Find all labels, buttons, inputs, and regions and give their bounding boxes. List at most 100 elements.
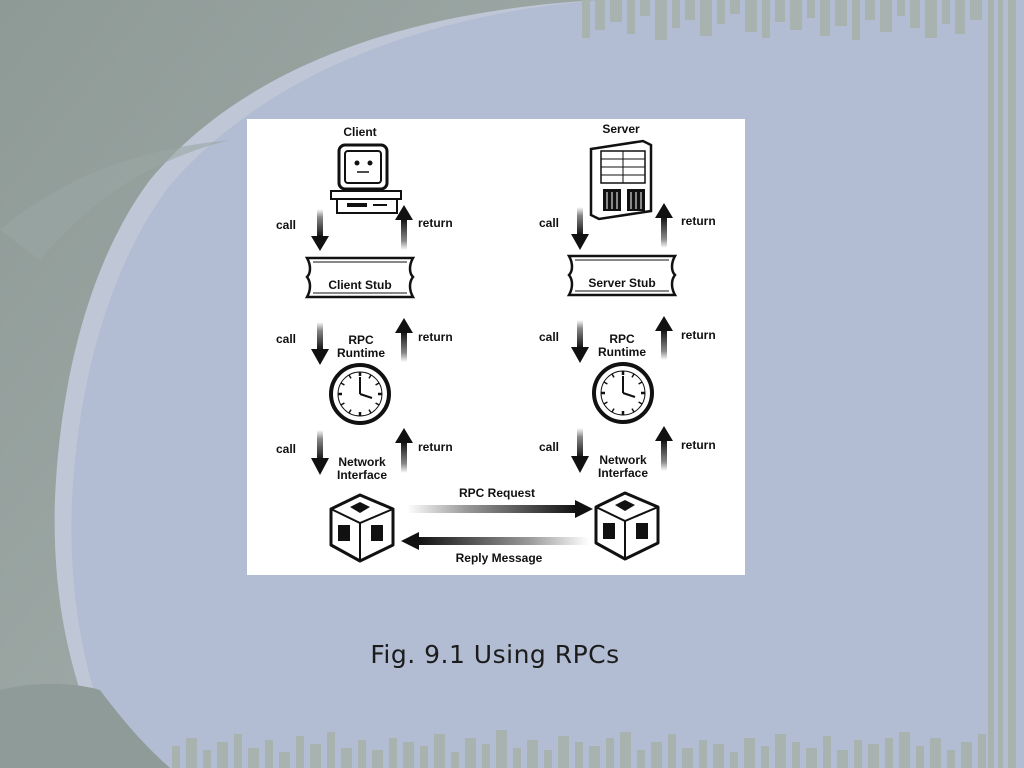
decor-bar (790, 0, 802, 30)
decor-bar (713, 744, 724, 768)
rpc-request-arrow (407, 500, 593, 518)
decor-bar (203, 750, 211, 768)
server-up-arrow-3 (655, 426, 673, 471)
decor-bar (575, 742, 583, 768)
decor-bar (868, 744, 879, 768)
decor-bar (372, 750, 383, 768)
clock-tick (375, 402, 380, 406)
server-rpc-label: RPC (609, 332, 635, 346)
server-runtime-label: Runtime (598, 345, 646, 359)
client-up-arrow-1 (395, 205, 413, 250)
clock-tick (603, 401, 608, 405)
server-network-label: Network (599, 453, 647, 467)
client-call-label-1: call (276, 218, 296, 232)
decor-bar (637, 750, 645, 768)
client-interface-label: Interface (337, 468, 387, 482)
decor-bar (699, 740, 707, 768)
clock-tick (631, 373, 635, 378)
decor-bar (792, 742, 800, 768)
client-down-arrow-1 (311, 209, 329, 251)
clock-tick (611, 408, 615, 413)
decor-bar (854, 740, 862, 768)
client-down-arrow-2 (311, 322, 329, 365)
figure-caption: Fig. 9.1 Using RPCs (370, 640, 620, 669)
decor-bar (482, 744, 490, 768)
decor-bar (627, 0, 635, 34)
clock-tick (638, 381, 643, 385)
decor-bar (544, 750, 552, 768)
server-return-label-1: return (681, 214, 716, 228)
decor-bar (513, 748, 521, 768)
decor-bar (296, 736, 304, 768)
client-down-arrow-3 (311, 430, 329, 475)
server-down-arrow-2 (571, 320, 589, 363)
server-return-label-2: return (681, 328, 716, 342)
decor-bar (217, 742, 228, 768)
decor-bar (265, 740, 273, 768)
decor-bar (775, 734, 786, 768)
clock-tick (368, 374, 372, 379)
client-rpc-label: RPC (348, 333, 374, 347)
decor-bar (775, 0, 785, 22)
decor-bar (327, 732, 335, 768)
server-clock-icon (592, 362, 654, 424)
decor-bar (496, 730, 507, 768)
decor-bar (865, 0, 875, 20)
decor-bar (823, 736, 831, 768)
decor-bar (672, 0, 680, 28)
server-call-label-3: call (539, 440, 559, 454)
swoosh-highlight (0, 0, 600, 768)
decor-bar (880, 0, 892, 32)
decor-bar (942, 0, 950, 24)
server-up-arrow-1 (655, 203, 673, 248)
client-call-label-3: call (276, 442, 296, 456)
server-return-label-3: return (681, 438, 716, 452)
client-stub-box (304, 256, 416, 299)
decor-bar (745, 0, 757, 32)
server-stub-box (566, 254, 678, 297)
server-tower-icon (589, 139, 653, 221)
decor-bar (978, 734, 986, 768)
clock-tick (375, 382, 380, 386)
decor-bar (606, 738, 614, 768)
decor-bar (668, 734, 676, 768)
decor-bar (820, 0, 830, 36)
decor-bar (620, 732, 631, 768)
decor-bar (930, 738, 941, 768)
decor-bar (885, 738, 893, 768)
decor-bar (970, 0, 982, 20)
server-call-label-2: call (539, 330, 559, 344)
decor-bar (403, 742, 414, 768)
decor-bar (527, 740, 538, 768)
server-call-label-1: call (539, 216, 559, 230)
reply-message-label: Reply Message (456, 551, 543, 565)
decor-bar (837, 750, 848, 768)
client-title: Client (343, 125, 376, 139)
decor-bar (717, 0, 725, 24)
decor-bar (947, 750, 955, 768)
client-call-label-2: call (276, 332, 296, 346)
right-bar (988, 0, 994, 768)
decor-bar (589, 746, 600, 768)
decor-bar (761, 746, 769, 768)
decor-bar (899, 732, 910, 768)
decor-bar (852, 0, 860, 40)
server-down-arrow-3 (571, 428, 589, 473)
clock-tick (611, 373, 615, 378)
server-stub-label: Server Stub (588, 276, 655, 290)
right-bar (998, 0, 1003, 768)
decor-bar (640, 0, 650, 16)
decor-bar (685, 0, 695, 20)
decor-bar (582, 0, 590, 38)
decor-bar (234, 734, 242, 768)
decor-bar (910, 0, 920, 28)
clock-tick (348, 409, 352, 414)
server-title: Server (602, 122, 640, 136)
decor-bar (916, 746, 924, 768)
decor-bar (595, 0, 605, 30)
decor-bar (186, 738, 197, 768)
decor-bar (961, 742, 972, 768)
clock-tick (603, 381, 608, 385)
swoosh-inner (0, 140, 230, 260)
decor-bar (700, 0, 712, 36)
